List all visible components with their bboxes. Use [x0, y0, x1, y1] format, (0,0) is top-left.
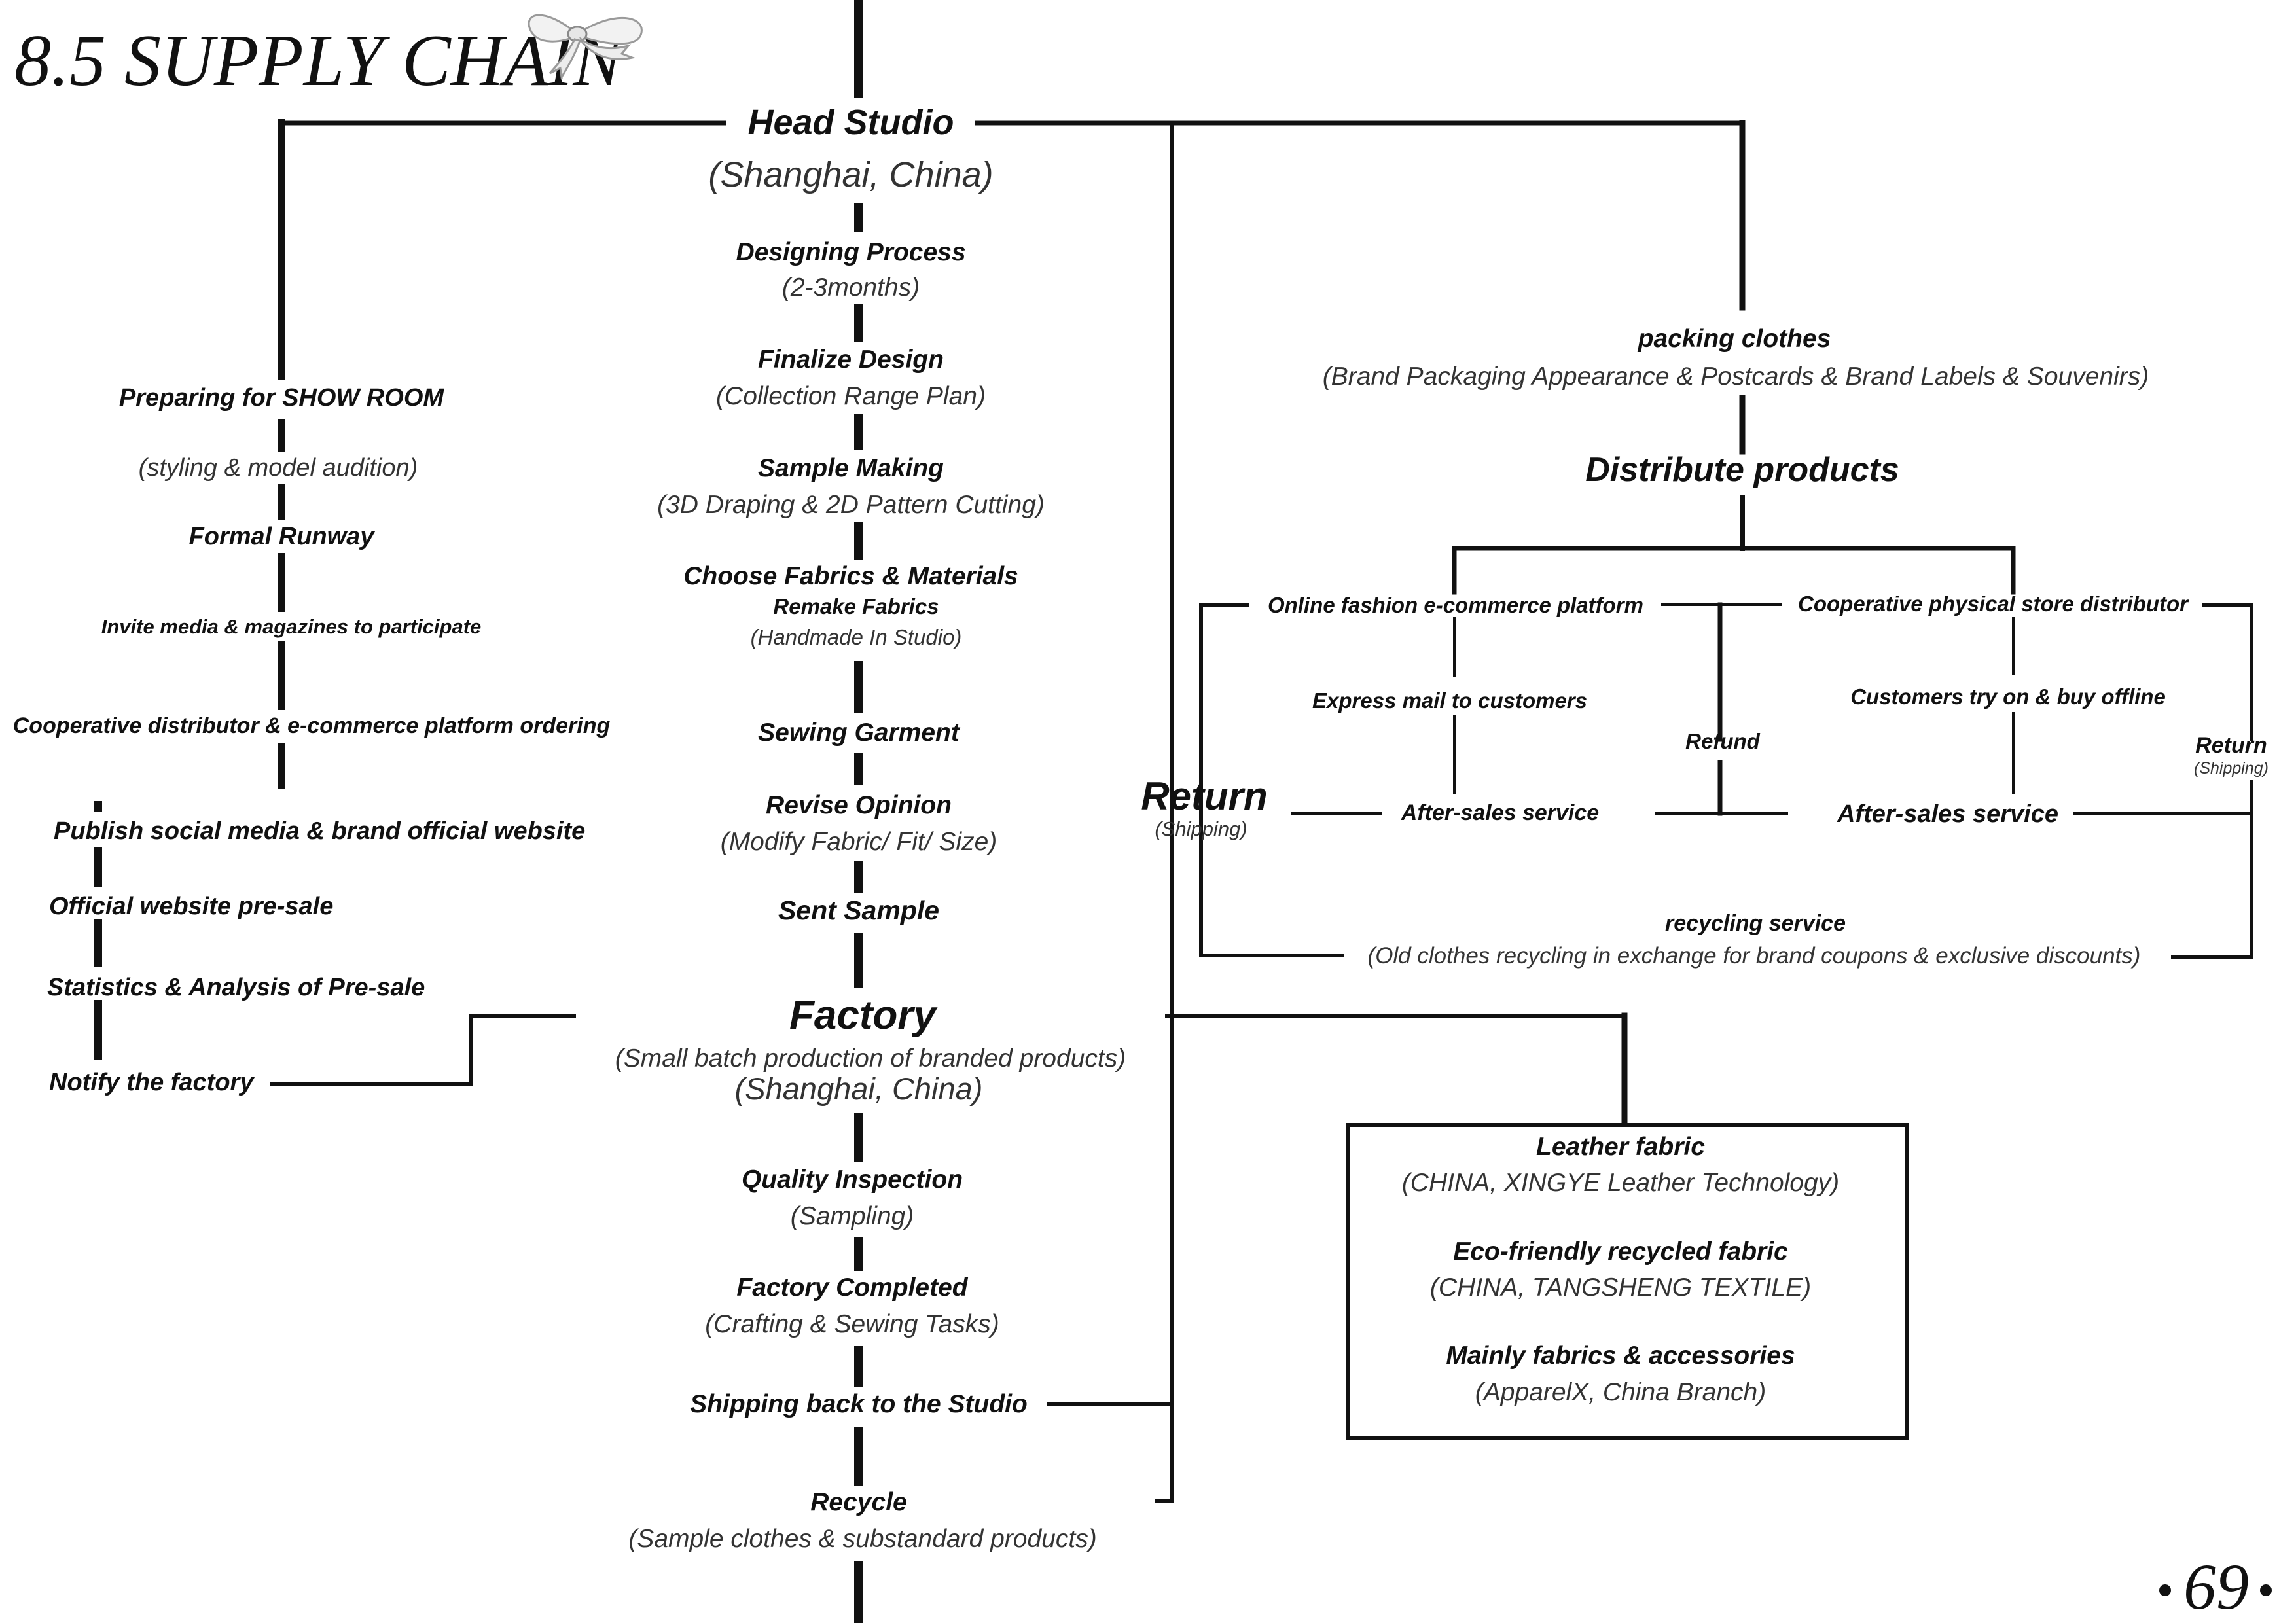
- return-left-label: Return: [1141, 774, 1267, 818]
- return-right-detail: (Shipping): [2194, 759, 2269, 777]
- online-platform-label: Online fashion e-commerce platform: [1268, 593, 1643, 617]
- step-shipping-back: Shipping back to the Studio: [690, 1390, 1028, 1418]
- cooperative-store-label: Cooperative physical store distributor: [1798, 592, 2189, 616]
- supplier-eco-label: Eco-friendly recycled fabric: [1453, 1238, 1788, 1266]
- left-formal-runway: Formal Runway: [189, 523, 376, 550]
- right-return-upper: [2202, 603, 2253, 741]
- step-recycle: Recycle: [810, 1488, 906, 1516]
- customers-try-on-label: Customers try on & buy offline: [1850, 685, 2166, 709]
- head-studio-label: Head Studio: [747, 103, 954, 142]
- factory-location: (Shanghai, China): [735, 1071, 983, 1106]
- supplier-accessories-detail: (ApparelX, China Branch): [1475, 1378, 1766, 1406]
- recycling-service-detail: (Old clothes recycling in exchange for b…: [1368, 943, 2141, 969]
- supplier-leather-detail: (CHINA, XINGYE Leather Technology): [1402, 1169, 1839, 1197]
- page-title: 8.5 SUPPLY CHAIN: [14, 20, 625, 101]
- right-column: packing clothes (Brand Packaging Appeara…: [1141, 325, 2269, 969]
- left-preparing-showroom: Preparing for SHOW ROOM: [119, 384, 444, 412]
- connector-lines: [94, 0, 2253, 1623]
- step-finalize-design: Finalize Design: [758, 346, 944, 374]
- bow-ribbon-icon: [528, 14, 643, 80]
- suppliers-box: [1346, 1123, 1909, 1440]
- step-choose-fabrics: Choose Fabrics & Materials: [683, 562, 1018, 590]
- left-return-loop: [1199, 603, 1344, 957]
- recycling-service-label: recycling service: [1665, 911, 1846, 936]
- step-quality-inspection-detail: (Sampling): [791, 1202, 914, 1230]
- factory-label: Factory: [789, 993, 938, 1038]
- head-studio-location: (Shanghai, China): [708, 155, 993, 194]
- return-left-detail: (Shipping): [1155, 817, 1247, 840]
- page-number-group: 69: [2159, 1550, 2272, 1623]
- left-styling-audition: (styling & model audition): [139, 454, 418, 482]
- supplier-leather-label: Leather fabric: [1536, 1133, 1705, 1161]
- step-remake-fabrics: Remake Fabrics: [773, 594, 939, 618]
- return-right-label: Return: [2195, 733, 2267, 758]
- center-column: Head Studio (Shanghai, China) Designing …: [615, 103, 1126, 1553]
- factory-detail: (Small batch production of branded produ…: [615, 1044, 1126, 1073]
- label-backgrounds: [0, 98, 1165, 1561]
- packing-clothes-label: packing clothes: [1638, 325, 1831, 353]
- after-sales-service-online: After-sales service: [1401, 800, 1599, 825]
- left-notify-factory: Notify the factory: [49, 1069, 255, 1096]
- supplier-eco-detail: (CHINA, TANGSHENG TEXTILE): [1430, 1274, 1811, 1302]
- page-number: 69: [2183, 1550, 2249, 1623]
- left-publish-social: Publish social media & brand official we…: [54, 817, 585, 845]
- express-mail-label: Express mail to customers: [1312, 688, 1587, 713]
- step-sent-sample: Sent Sample: [778, 895, 939, 925]
- step-finalize-design-detail: (Collection Range Plan): [716, 382, 986, 410]
- page-number-dot-left: [2159, 1584, 2171, 1596]
- left-official-presale: Official website pre-sale: [49, 893, 333, 920]
- right-return-lower: [2171, 780, 2253, 959]
- step-revise-opinion-detail: (Modify Fabric/ Fit/ Size): [721, 828, 997, 856]
- packing-clothes-detail: (Brand Packaging Appearance & Postcards …: [1323, 363, 2149, 391]
- step-sewing-garment: Sewing Garment: [758, 719, 961, 747]
- left-invite-media: Invite media & magazines to participate: [101, 615, 482, 638]
- left-statistics-analysis: Statistics & Analysis of Pre-sale: [47, 974, 425, 1001]
- step-revise-opinion: Revise Opinion: [766, 791, 952, 819]
- after-sales-service-store: After-sales service: [1837, 800, 2058, 828]
- step-handmade-detail: (Handmade In Studio): [751, 625, 962, 649]
- step-factory-completed-detail: (Crafting & Sewing Tasks): [705, 1310, 999, 1338]
- suppliers: Leather fabric (CHINA, XINGYE Leather Te…: [1402, 1133, 1839, 1406]
- left-lower-column: Publish social media & brand official we…: [47, 817, 585, 1096]
- left-cooperative-ordering: Cooperative distributor & e-commerce pla…: [13, 713, 611, 738]
- step-designing-process-detail: (2-3months): [782, 274, 920, 302]
- step-recycle-detail: (Sample clothes & substandard products): [628, 1525, 1096, 1553]
- step-designing-process: Designing Process: [736, 238, 965, 266]
- step-quality-inspection: Quality Inspection: [742, 1166, 963, 1194]
- left-column: Preparing for SHOW ROOM (styling & model…: [13, 384, 611, 738]
- page-number-dot-right: [2260, 1584, 2272, 1596]
- refund-label: Refund: [1685, 729, 1760, 753]
- supplier-accessories-label: Mainly fabrics & accessories: [1446, 1342, 1795, 1370]
- step-sample-making-detail: (3D Draping & 2D Pattern Cutting): [657, 491, 1045, 519]
- step-factory-completed: Factory Completed: [736, 1274, 968, 1302]
- distribute-products-label: Distribute products: [1585, 451, 1899, 489]
- step-sample-making: Sample Making: [758, 454, 944, 482]
